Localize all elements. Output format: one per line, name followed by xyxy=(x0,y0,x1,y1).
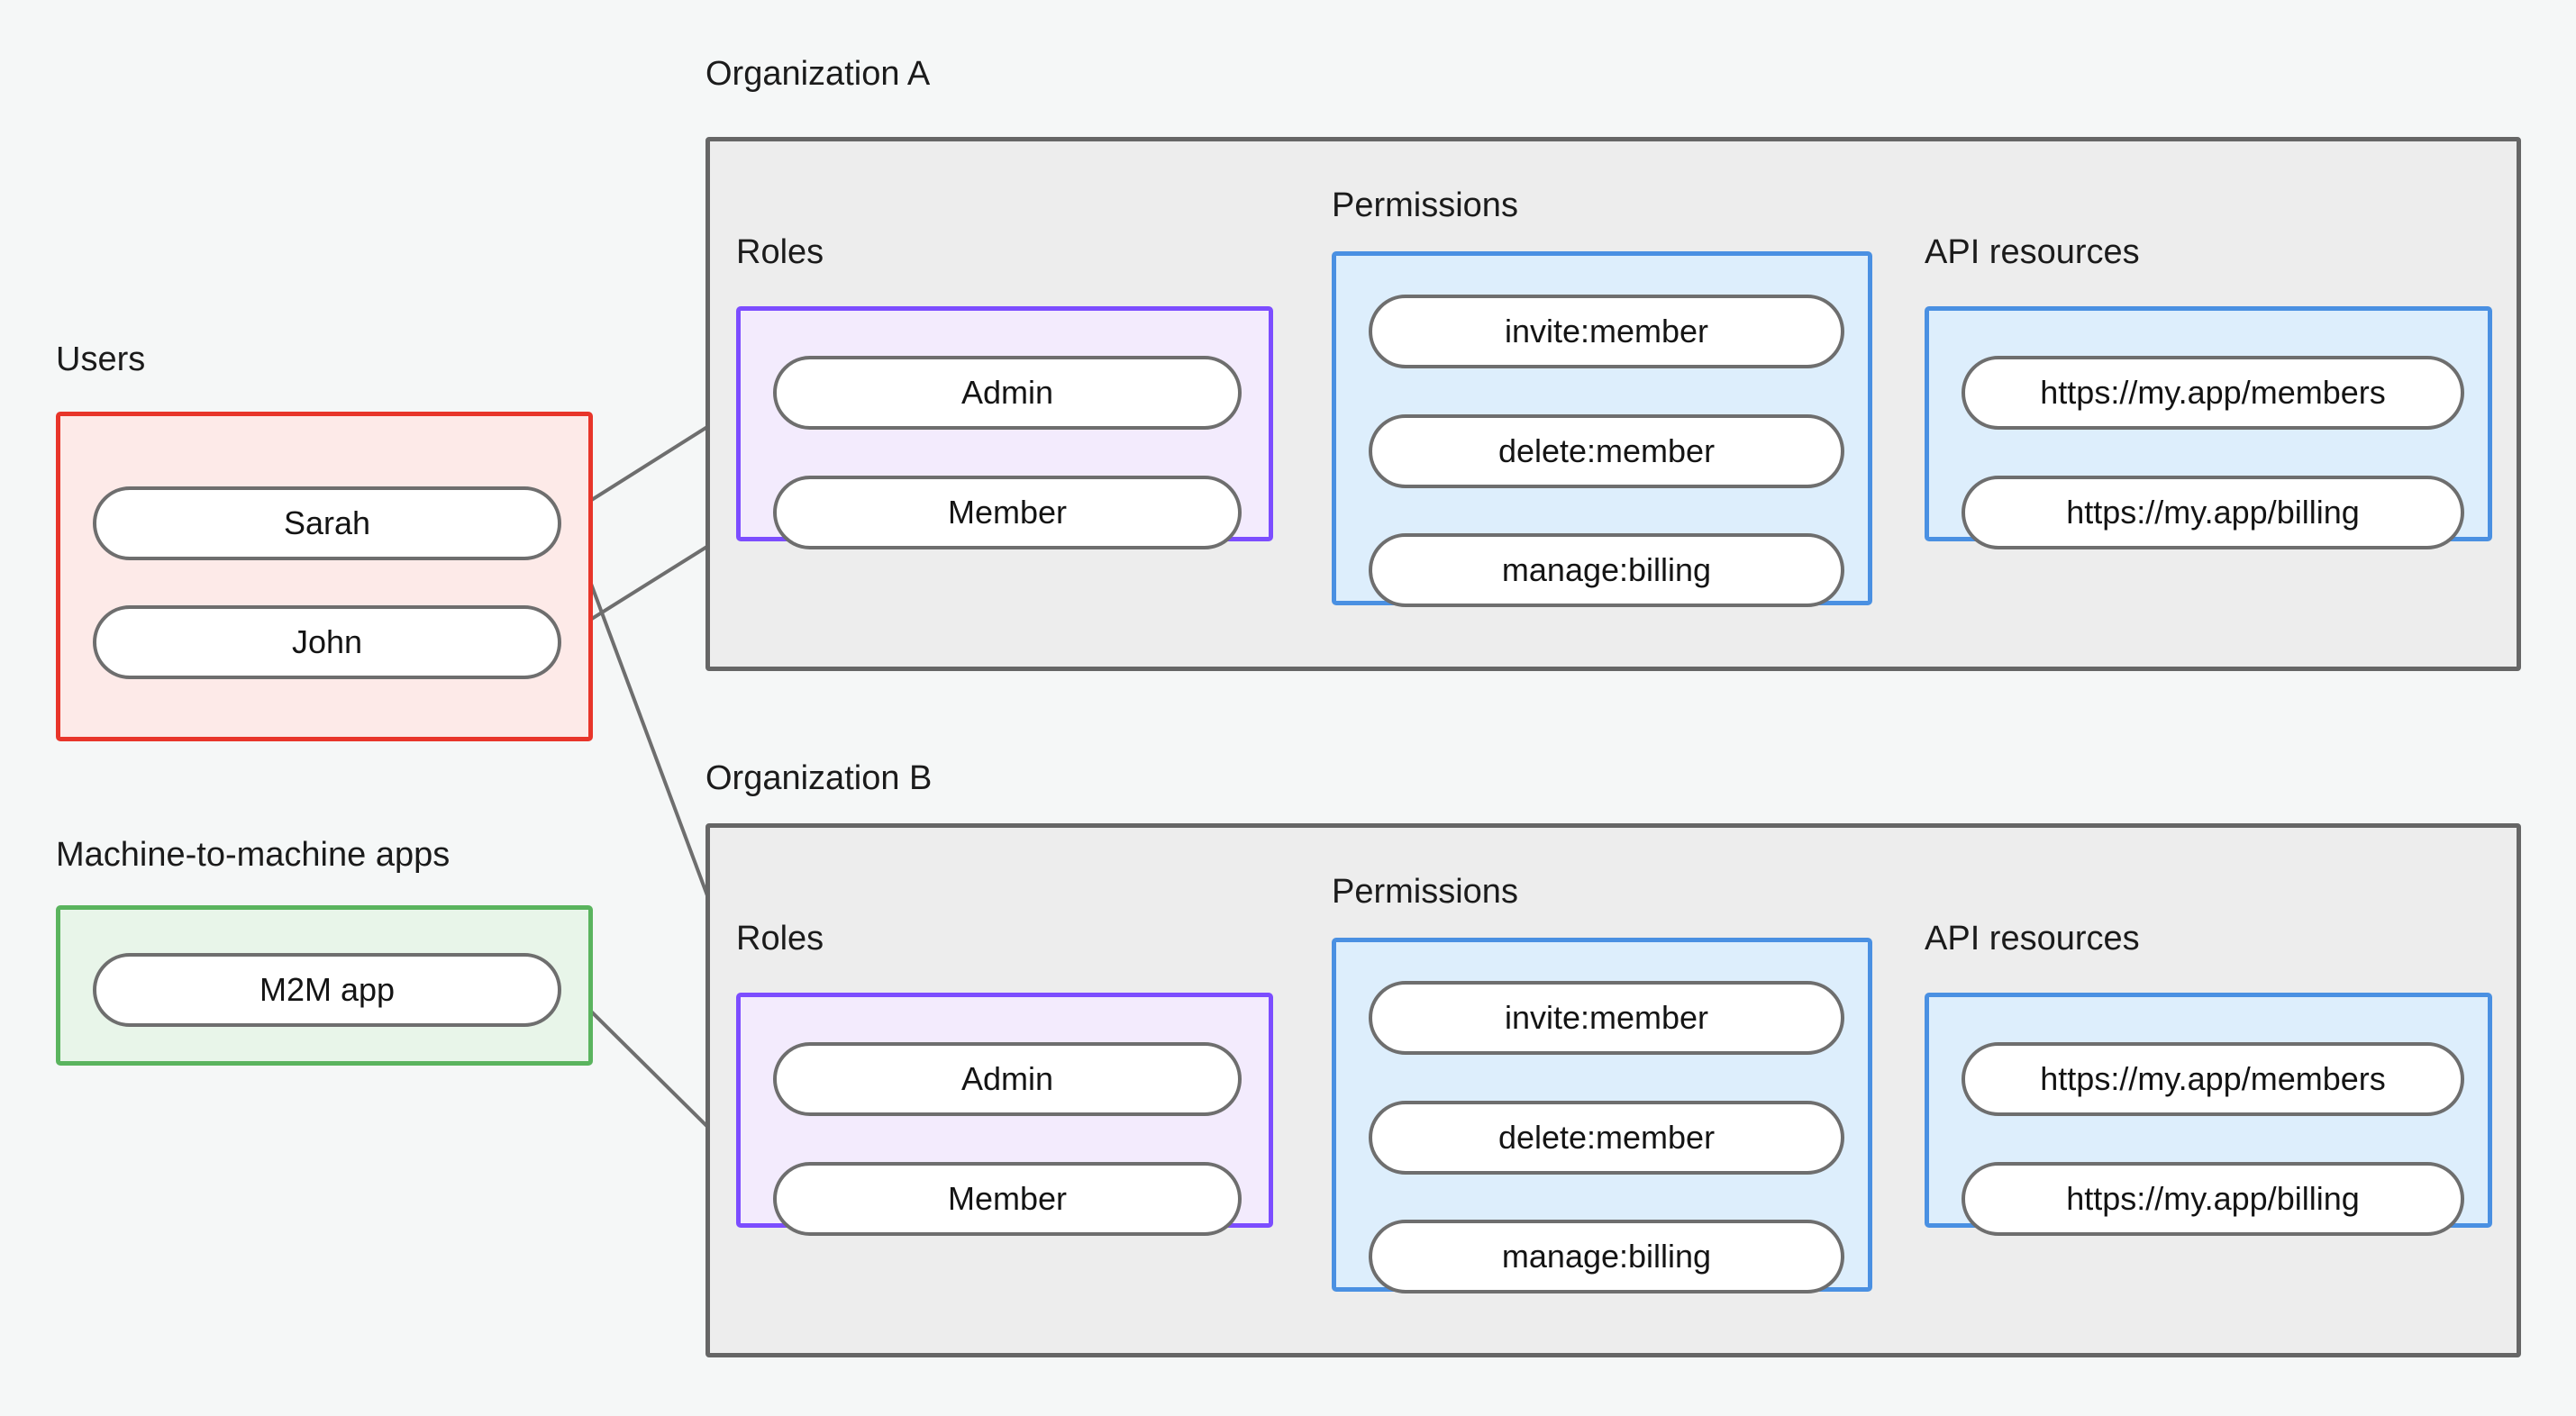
m2m-group-box: M2M app xyxy=(56,905,593,1066)
orgB-api-resources-label: API resources xyxy=(1925,920,2140,958)
users-group-label: Users xyxy=(56,340,146,378)
organization-a-label: Organization A xyxy=(705,55,931,93)
organization-b-label: Organization B xyxy=(705,759,933,797)
orgB-api-pill-members[interactable]: https://my.app/members xyxy=(1962,1042,2464,1116)
orgB-api-resources-box: https://my.app/members https://my.app/bi… xyxy=(1925,993,2492,1236)
orgB-permission-pill-manage-billing[interactable]: manage:billing xyxy=(1369,1220,1844,1293)
organization-a-container: Roles Admin Member Permissions invite:me… xyxy=(705,137,2521,671)
orgA-roles-box: Admin Member xyxy=(736,306,1273,549)
orgA-permission-pill-manage-billing[interactable]: manage:billing xyxy=(1369,533,1844,607)
orgA-api-resources-box: https://my.app/members https://my.app/bi… xyxy=(1925,306,2492,549)
orgB-permissions-label: Permissions xyxy=(1332,873,1518,911)
user-pill-john[interactable]: John xyxy=(93,605,561,679)
orgA-permissions-box: invite:member delete:member manage:billi… xyxy=(1332,251,1872,607)
orgA-permissions-label: Permissions xyxy=(1332,186,1518,224)
orgB-roles-label: Roles xyxy=(736,920,824,958)
orgB-role-pill-admin[interactable]: Admin xyxy=(773,1042,1242,1116)
orgA-role-pill-admin[interactable]: Admin xyxy=(773,356,1242,430)
orgA-permission-pill-invite-member[interactable]: invite:member xyxy=(1369,295,1844,368)
organization-b-container: Roles Admin Member Permissions invite:me… xyxy=(705,823,2521,1357)
m2m-group-label: Machine-to-machine apps xyxy=(56,836,451,874)
orgB-permission-pill-invite-member[interactable]: invite:member xyxy=(1369,981,1844,1055)
orgA-role-pill-member[interactable]: Member xyxy=(773,476,1242,549)
orgB-role-pill-member[interactable]: Member xyxy=(773,1162,1242,1236)
m2m-pill-app[interactable]: M2M app xyxy=(93,953,561,1027)
users-group-box: Sarah John xyxy=(56,412,593,741)
orgA-api-resources-label: API resources xyxy=(1925,233,2140,271)
orgB-roles-box: Admin Member xyxy=(736,993,1273,1236)
orgB-permissions-box: invite:member delete:member manage:billi… xyxy=(1332,938,1872,1293)
orgB-api-pill-billing[interactable]: https://my.app/billing xyxy=(1962,1162,2464,1236)
orgA-roles-label: Roles xyxy=(736,233,824,271)
orgA-api-pill-members[interactable]: https://my.app/members xyxy=(1962,356,2464,430)
orgB-permission-pill-delete-member[interactable]: delete:member xyxy=(1369,1101,1844,1175)
orgA-api-pill-billing[interactable]: https://my.app/billing xyxy=(1962,476,2464,549)
orgA-permission-pill-delete-member[interactable]: delete:member xyxy=(1369,414,1844,488)
user-pill-sarah[interactable]: Sarah xyxy=(93,486,561,560)
